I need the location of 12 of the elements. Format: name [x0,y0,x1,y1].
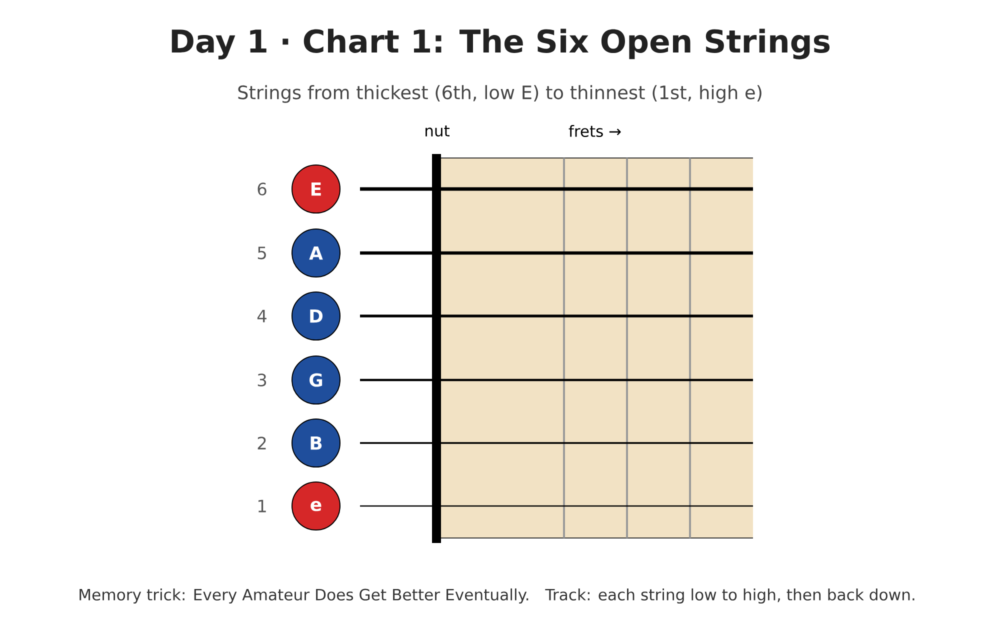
string-number: 3 [258,374,266,386]
string-number: 4 [257,310,266,322]
footnote: Memory trick: Every Amateur Does Get Better Eventually. [80,588,528,604]
string-number: 6 [258,182,266,196]
subtitle: Strings from thickest (6th, low E) to thinnest (1st, high e) [238,85,762,103]
title: Day 1 · Chart 1: The Six Open Strings [172,28,830,60]
string-number: 1 [258,500,266,512]
string-number: 5 [258,246,266,260]
string-number: 2 [258,436,266,450]
footnote: Track: each string low to high, then back down. [545,588,914,604]
axis-label: nut [426,125,450,137]
axis-label: frets → [568,125,621,137]
